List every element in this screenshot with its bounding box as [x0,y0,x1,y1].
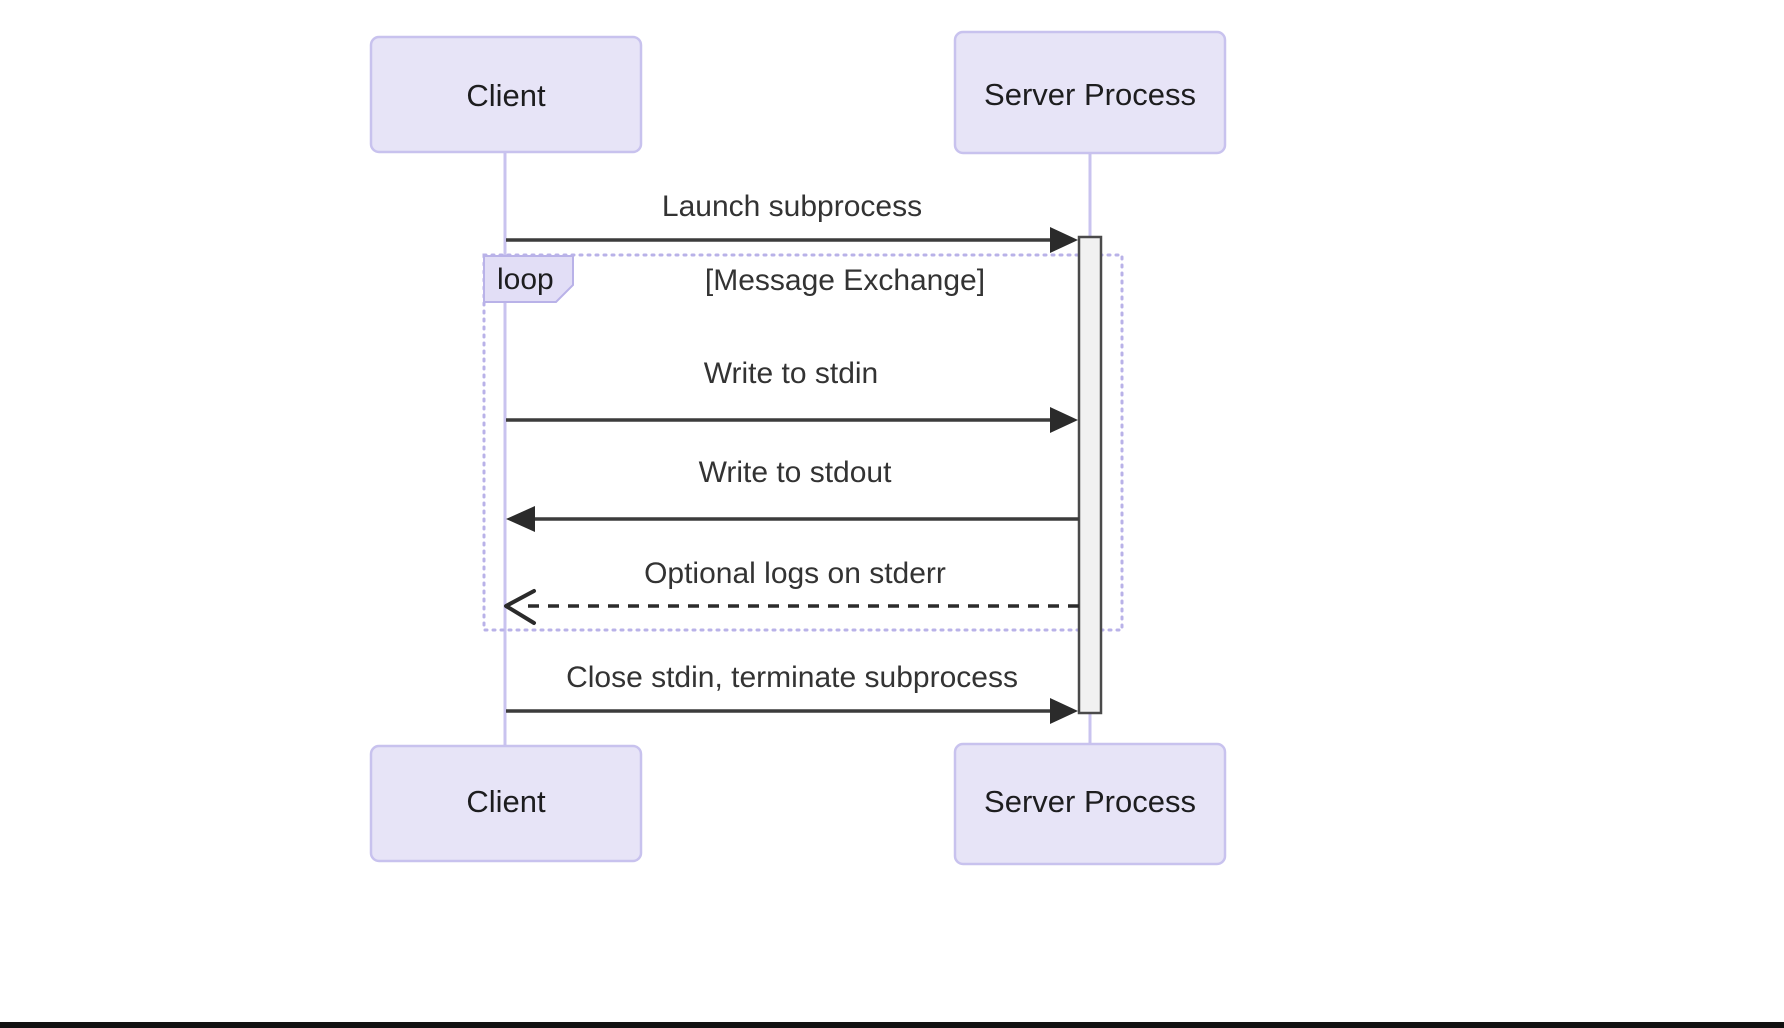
message-label-optional-logs-on-stderr: Optional logs on stderr [644,557,946,590]
participant-label-client-bottom: Client [466,784,546,819]
loop-fragment-frame [482,253,1124,632]
activation-bar-server [1077,235,1103,715]
arrowhead-write-to-stdin [1050,407,1078,433]
participant-box-client-top[interactable] [369,35,643,154]
message-label-close-stdin-terminate-subprocess: Close stdin, terminate subprocess [566,661,1018,694]
participant-label-server-top: Server Process [984,77,1196,112]
arrowhead-optional-logs-on-stderr [504,589,536,625]
loop-fragment-title: [Message Exchange] [705,264,985,297]
arrowhead-write-to-stdout [506,506,535,532]
message-label-write-to-stdin: Write to stdin [704,357,879,390]
participant-box-server-bottom[interactable] [953,742,1227,866]
bottom-divider [0,1022,1784,1028]
message-label-write-to-stdout: Write to stdout [699,456,893,489]
participant-label-client-top: Client [466,78,546,113]
participant-box-server-top[interactable] [953,30,1227,155]
arrowhead-launch-subprocess [1050,227,1078,253]
participant-box-client-bottom[interactable] [369,744,643,863]
loop-fragment-tag [483,255,574,303]
arrowhead-close-stdin-terminate-subprocess [1050,698,1078,724]
participant-label-server-bottom: Server Process [984,784,1196,819]
loop-fragment-tag-label: loop [497,263,554,296]
message-label-launch-subprocess: Launch subprocess [662,190,922,223]
